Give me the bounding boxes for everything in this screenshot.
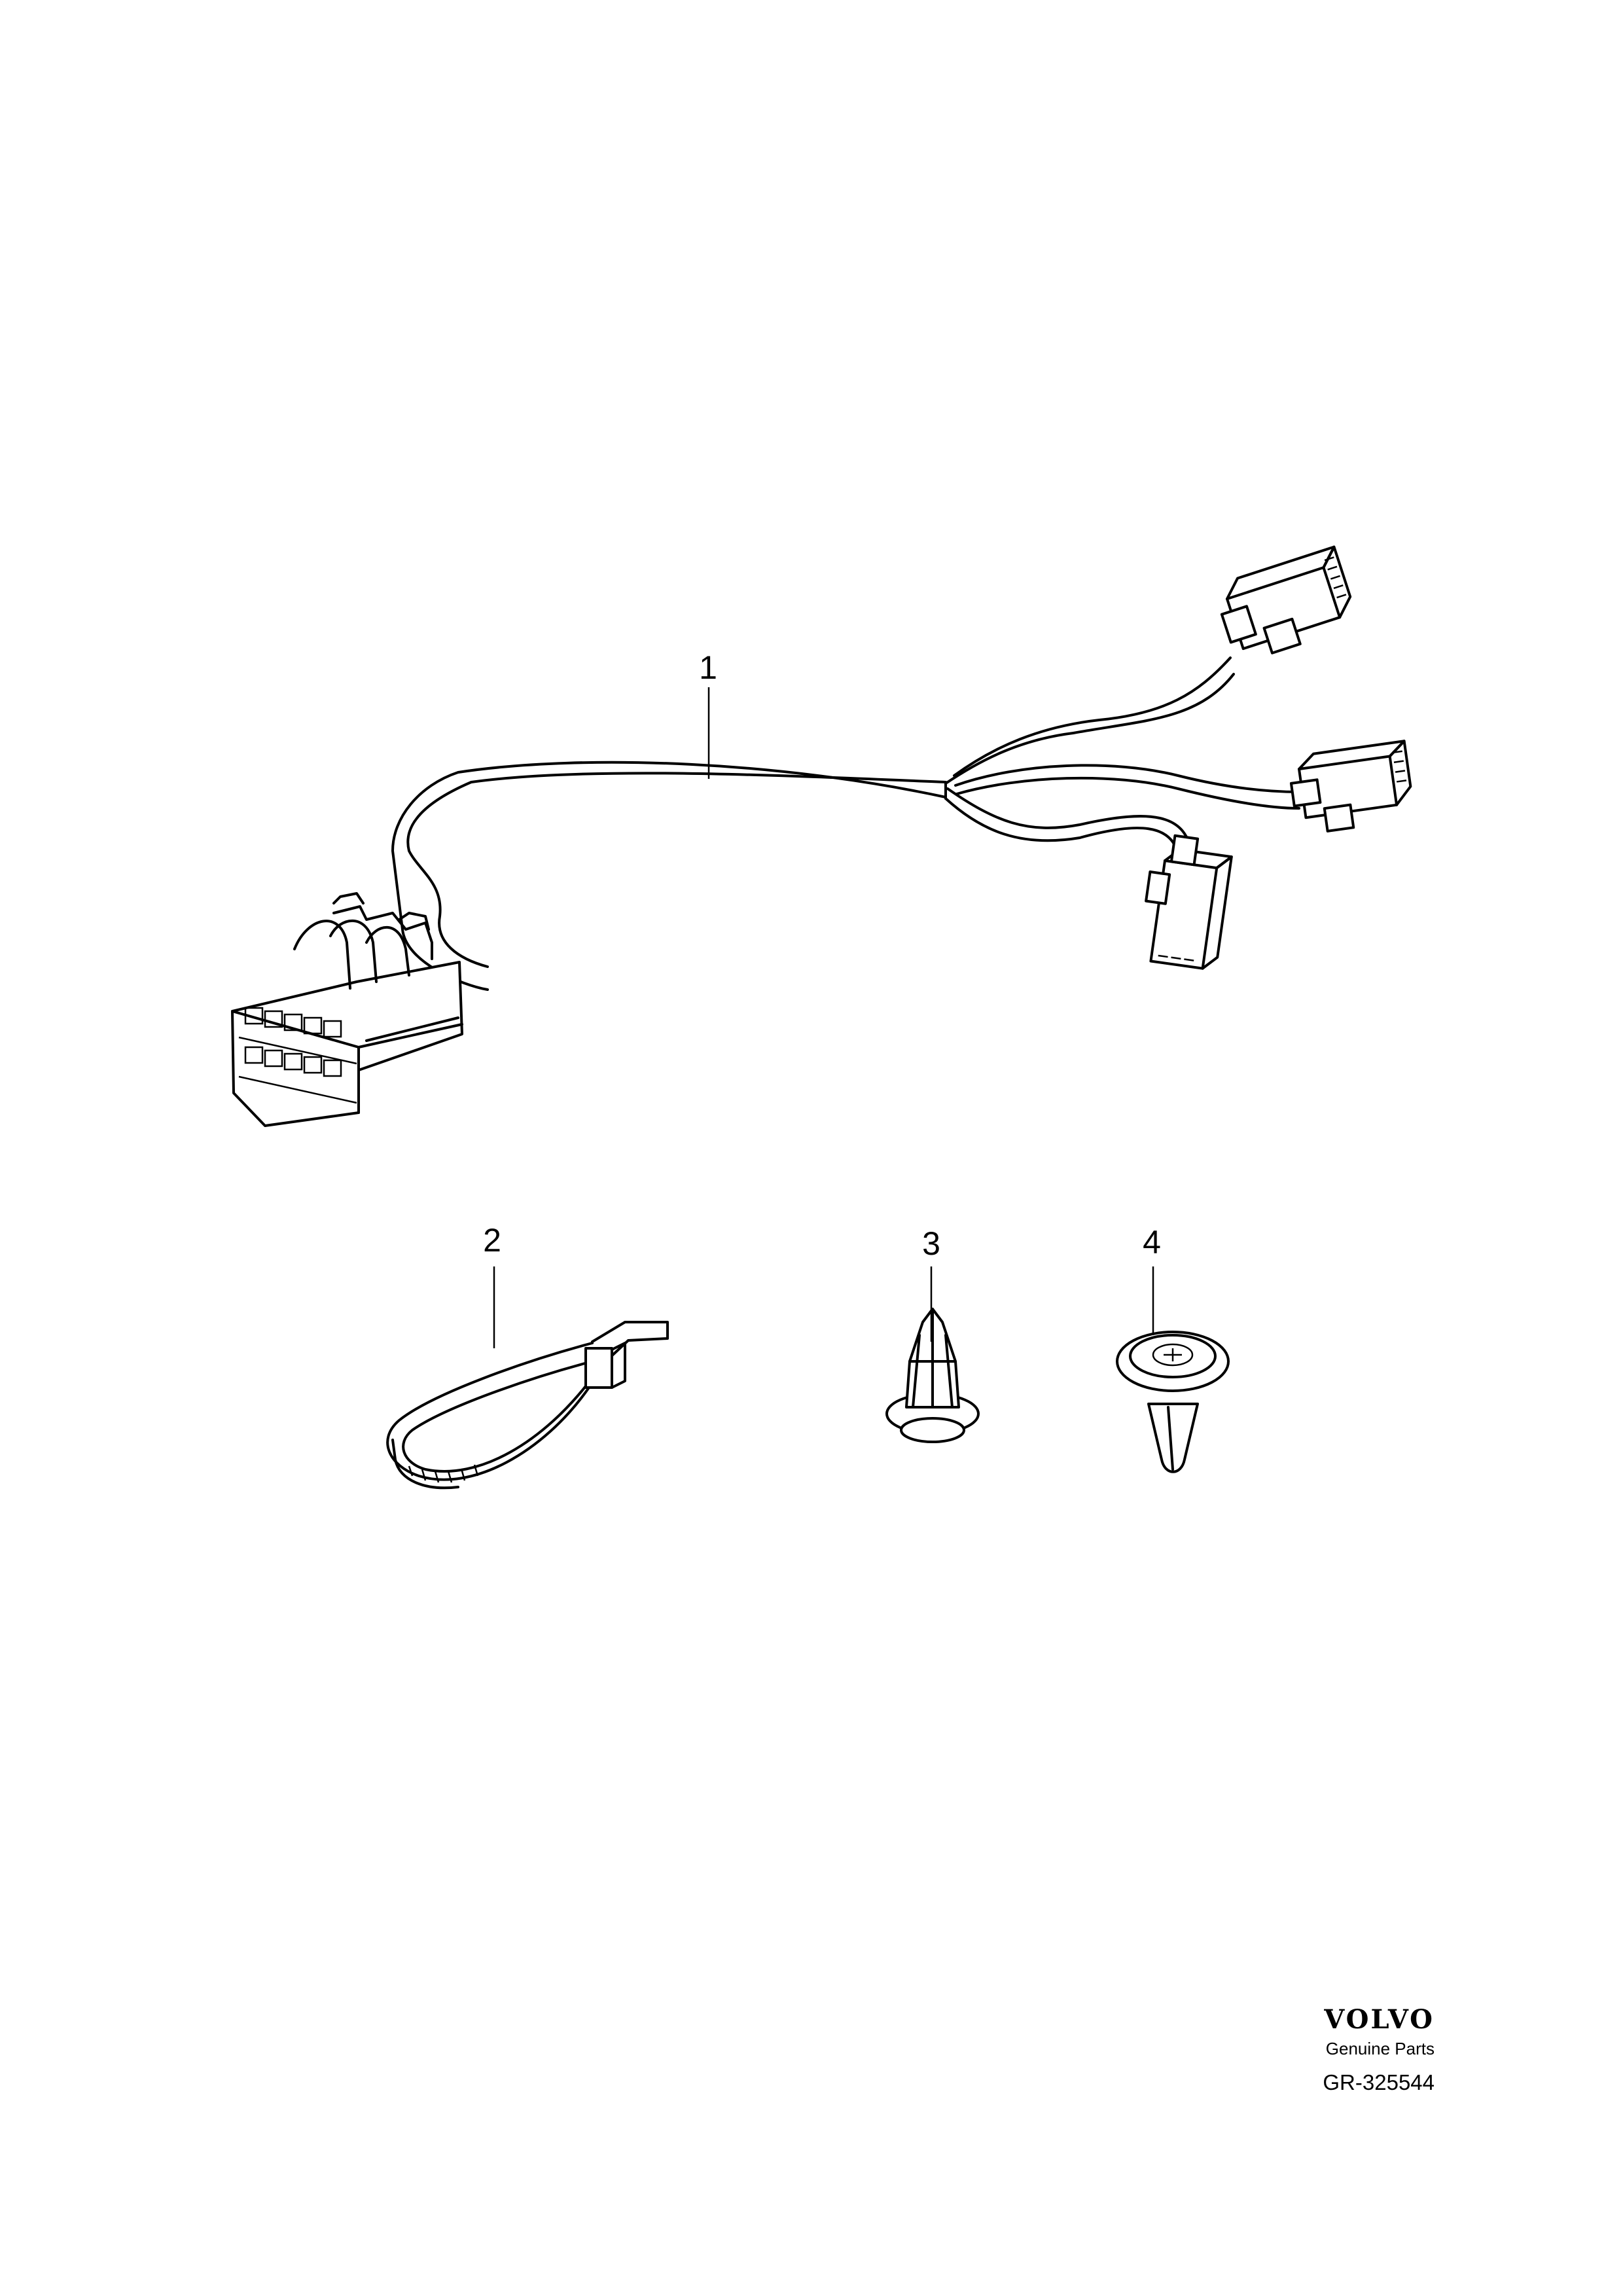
diagram-reference: GR-325544 bbox=[1323, 2070, 1435, 2094]
push-clip-drawing bbox=[885, 1266, 980, 1443]
volvo-logo: VOLVO bbox=[1324, 2004, 1435, 2035]
rivet-clip-drawing bbox=[1116, 1266, 1230, 1473]
callout-1: 1 bbox=[699, 649, 717, 686]
wiring-harness-drawing bbox=[231, 545, 1412, 1127]
callout-3: 3 bbox=[922, 1225, 940, 1262]
cable-tie-drawing bbox=[386, 1266, 669, 1490]
callout-4: 4 bbox=[1143, 1224, 1161, 1261]
brand-tagline: Genuine Parts bbox=[1325, 2039, 1435, 2058]
callout-2: 2 bbox=[483, 1222, 501, 1259]
